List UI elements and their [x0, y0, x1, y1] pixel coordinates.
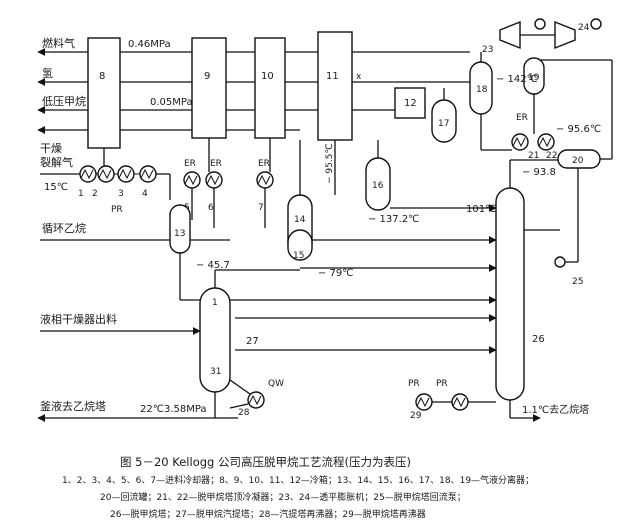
- temperature-19: − 95.6℃: [556, 124, 601, 135]
- svg-text:2: 2: [92, 189, 98, 199]
- svg-text:1: 1: [212, 298, 218, 308]
- low-pressure-methane-pressure: 0.05MPa: [150, 97, 193, 108]
- reboiler-28: 28: [238, 391, 265, 418]
- svg-text:3: 3: [118, 189, 124, 199]
- svg-text:4: 4: [142, 189, 148, 199]
- separator-19: 19: [523, 57, 545, 95]
- reboiler-29b: [451, 393, 469, 411]
- top-to-deethanizer-label: 1.1℃去乙烷塔: [522, 403, 589, 416]
- bottoms-to-deethanizer-label: 釜液去乙烷塔: [40, 399, 106, 413]
- temperature-18: − 142℃: [496, 74, 538, 85]
- temperature-11: − 95.5℃: [325, 143, 335, 184]
- temperature-13: − 45.7: [196, 260, 230, 271]
- demethanizer-26: 26: [495, 187, 545, 401]
- svg-text:21: 21: [528, 151, 539, 161]
- caption-title: 图 5－20 Kellogg 公司高压脱甲烷工艺流程(压力为表压): [120, 455, 411, 469]
- expander-24: 24: [554, 20, 590, 50]
- separator-15: 15: [287, 229, 313, 261]
- hydrogen-label: 氢: [42, 66, 53, 80]
- separator-18: 18: [469, 61, 493, 115]
- pr-label-29b: PR: [436, 379, 448, 389]
- svg-text:22: 22: [546, 151, 557, 161]
- separator-16: 16: [365, 157, 391, 211]
- exchanger-4: 4: [139, 165, 157, 199]
- svg-text:23: 23: [482, 45, 493, 55]
- stripper-27: 1 31 27: [199, 287, 259, 393]
- svg-text:14: 14: [294, 215, 306, 225]
- er-label-6: ER: [210, 159, 222, 169]
- svg-text:25: 25: [572, 277, 583, 287]
- svg-text:17: 17: [438, 119, 449, 129]
- stream-mark-x: x: [356, 72, 362, 82]
- coldbox-9: 9: [191, 37, 227, 139]
- svg-text:24: 24: [578, 23, 590, 33]
- recycle-ethane-label: 循环乙烷: [42, 221, 86, 235]
- bottoms-conditions: 22℃3.58MPa: [140, 404, 207, 415]
- caption-legend-3: 26—脱甲烷塔；27—脱甲烷汽提塔；28—汽提塔再沸器；29—脱甲烷塔再沸器: [110, 508, 426, 520]
- fuel-gas-pressure: 0.46MPa: [128, 39, 171, 50]
- reboiler-29a: [415, 393, 433, 411]
- svg-text:9: 9: [204, 71, 210, 82]
- svg-text:15: 15: [293, 251, 304, 261]
- exchanger-7: 7: [256, 171, 274, 213]
- svg-text:7: 7: [258, 203, 264, 213]
- low-pressure-methane-label: 低压甲烷: [42, 94, 86, 108]
- coldbox-8: 8: [87, 37, 121, 149]
- condenser-21: 21: [511, 133, 539, 161]
- svg-text:12: 12: [404, 98, 417, 109]
- caption-legend-2: 20—回流罐；21、22—脱甲烷塔顶冷凝器；23、24—透平膨胀机；25—脱甲烷…: [100, 491, 466, 503]
- svg-text:19: 19: [528, 73, 540, 83]
- reboiler-29-number: 29: [410, 411, 422, 421]
- dry-cracked-gas-label-1: 干燥: [40, 142, 62, 155]
- caption-legend-1: 1、2、3、4、5、6、7—进料冷却器；8、9、10、11、12—冷箱；13、1…: [62, 474, 534, 486]
- reflux-drum-20: 20: [557, 149, 601, 169]
- svg-text:26: 26: [532, 334, 545, 345]
- condenser-22: 22: [537, 133, 557, 161]
- liquid-dryer-outlet-label: 液相干燥器出料: [40, 312, 117, 326]
- qw-label: QW: [268, 379, 284, 389]
- svg-text:31: 31: [210, 367, 221, 377]
- svg-text:20: 20: [572, 156, 584, 166]
- svg-text:6: 6: [208, 203, 214, 213]
- coldbox-11: 11 x: [317, 31, 362, 141]
- dry-cracked-gas-label-2: 裂解气: [40, 155, 73, 169]
- er-label-7: ER: [258, 159, 270, 169]
- temperature-16: − 137.2℃: [368, 214, 419, 225]
- fuel-gas-label: 燃料气: [42, 36, 75, 50]
- expander-23: 23: [482, 20, 521, 55]
- er-label-21: ER: [516, 113, 528, 123]
- coldbox-12: 12: [394, 87, 426, 119]
- temperature-21: − 93.8: [522, 167, 556, 178]
- exchanger-3: 3: [117, 165, 135, 199]
- pr-label-1: PR: [111, 205, 123, 215]
- svg-text:1: 1: [78, 189, 84, 199]
- svg-text:27: 27: [246, 336, 259, 347]
- temperature-26-top: 101℃: [466, 204, 496, 215]
- er-label-5: ER: [184, 159, 196, 169]
- separator-17: 17: [431, 99, 457, 143]
- pr-label-29a: PR: [408, 379, 420, 389]
- svg-text:28: 28: [238, 408, 250, 418]
- svg-text:8: 8: [99, 71, 105, 82]
- svg-text:16: 16: [372, 181, 384, 191]
- svg-text:11: 11: [326, 71, 339, 82]
- svg-text:13: 13: [174, 229, 185, 239]
- svg-text:18: 18: [476, 85, 488, 95]
- temperature-15: − 79℃: [318, 268, 354, 279]
- coldbox-10: 10: [254, 37, 286, 139]
- separator-13: 13: [169, 204, 191, 254]
- svg-text:10: 10: [261, 71, 274, 82]
- inlet-temperature: 15℃: [44, 182, 68, 193]
